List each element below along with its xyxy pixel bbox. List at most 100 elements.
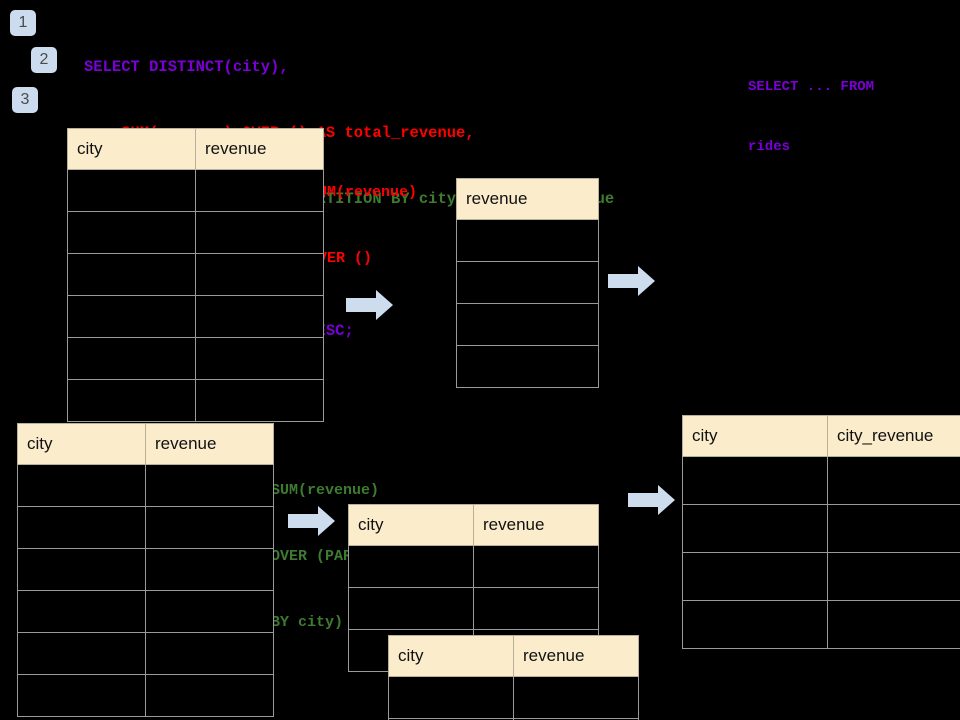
table-rides-bottom: city revenue: [17, 423, 274, 717]
arrow-right-icon-2: [608, 265, 656, 297]
cell-revenue: [145, 590, 274, 633]
cell-revenue: [195, 379, 324, 422]
cell-revenue: [473, 545, 599, 588]
column-header-revenue: revenue: [195, 128, 324, 170]
sql-line-select: SELECT DISTINCT(city),: [84, 58, 289, 76]
column-header-city: city: [388, 635, 514, 677]
table-header-row: city revenue: [67, 128, 324, 170]
cell-city: [67, 379, 196, 422]
table-row: [67, 337, 324, 380]
cell-city: [348, 545, 474, 588]
table-row: [682, 600, 960, 649]
cell-revenue: [195, 337, 324, 380]
table-result: city city_revenue: [682, 415, 960, 649]
column-header-revenue: revenue: [145, 423, 274, 465]
cell-revenue: [195, 169, 324, 212]
table-header-row: city revenue: [348, 504, 599, 546]
table-header-row: revenue: [456, 178, 599, 220]
cell-revenue: [456, 261, 599, 304]
table-row: [67, 169, 324, 212]
cell-city-revenue: [827, 456, 960, 505]
cell-city: [17, 674, 146, 717]
table-row: [388, 718, 639, 720]
column-header-city: city: [682, 415, 828, 457]
cell-city: [388, 676, 514, 719]
cell-city: [67, 169, 196, 212]
table-header-row: city revenue: [17, 423, 274, 465]
table-row: [67, 379, 324, 422]
column-header-revenue: revenue: [513, 635, 639, 677]
table-row: [17, 632, 274, 675]
cell-city: [67, 253, 196, 296]
side-note-select-from: SELECT ... FROM rides: [748, 37, 874, 197]
side-note-line-2: rides: [748, 139, 791, 155]
cell-city: [67, 337, 196, 380]
cell-city: [17, 632, 146, 675]
table-row: [682, 504, 960, 553]
table-row: [67, 295, 324, 338]
cell-city: [17, 590, 146, 633]
table-row: [17, 548, 274, 591]
cell-revenue: [513, 718, 639, 720]
cell-revenue: [473, 587, 599, 630]
cell-city: [682, 456, 828, 505]
step-badge-3: 3: [12, 87, 38, 113]
table-row: [456, 219, 599, 262]
table-row: [456, 303, 599, 346]
arrow-right-icon-4: [628, 484, 676, 516]
table-row: [456, 345, 599, 388]
table-rides-top: city revenue: [67, 128, 324, 422]
cell-revenue: [456, 219, 599, 262]
table-row: [17, 674, 274, 717]
table-row: [456, 261, 599, 304]
annotation-city-revenue-line-3: BY city): [271, 614, 344, 631]
table-row: [348, 587, 599, 630]
arrow-right-icon-1: [346, 289, 394, 321]
cell-city: [67, 211, 196, 254]
column-header-city: city: [17, 423, 146, 465]
arrow-right-icon-3: [288, 505, 336, 537]
cell-city-revenue: [827, 600, 960, 649]
cell-city: [682, 504, 828, 553]
table-row: [348, 545, 599, 588]
cell-city: [17, 506, 146, 549]
annotation-total-revenue-line-1: SUM(revenue): [309, 184, 418, 201]
table-row: [17, 506, 274, 549]
cell-revenue: [145, 632, 274, 675]
table-row: [17, 590, 274, 633]
column-header-city: city: [67, 128, 196, 170]
cell-city: [682, 552, 828, 601]
side-note-line-1: SELECT ... FROM: [748, 79, 875, 95]
annotation-total-revenue: SUM(revenue) OVER (): [309, 138, 417, 314]
cell-city: [67, 295, 196, 338]
cell-revenue: [145, 548, 274, 591]
table-row: [388, 676, 639, 719]
cell-revenue: [195, 253, 324, 296]
step-badge-2: 2: [31, 47, 57, 73]
step-badge-1: 1: [10, 10, 36, 36]
cell-city: [682, 600, 828, 649]
cell-revenue: [145, 464, 274, 507]
table-total-revenue: revenue: [456, 178, 599, 388]
cell-city: [348, 587, 474, 630]
annotation-city-revenue-line-1: SUM(revenue): [271, 482, 380, 499]
cell-revenue: [195, 295, 324, 338]
column-header-city-revenue: city_revenue: [827, 415, 960, 457]
cell-city: [17, 548, 146, 591]
cell-city-revenue: [827, 552, 960, 601]
table-row: [67, 211, 324, 254]
cell-revenue: [145, 674, 274, 717]
cell-revenue: [456, 345, 599, 388]
column-header-city: city: [348, 504, 474, 546]
table-row: [682, 552, 960, 601]
annotation-total-revenue-line-2: OVER (): [309, 250, 373, 267]
cell-revenue: [145, 506, 274, 549]
cell-revenue: [195, 211, 324, 254]
column-header-revenue: revenue: [456, 178, 599, 220]
cell-revenue: [513, 676, 639, 719]
cell-city: [17, 464, 146, 507]
table-row: [67, 253, 324, 296]
table-header-row: city revenue: [388, 635, 639, 677]
table-row: [17, 464, 274, 507]
